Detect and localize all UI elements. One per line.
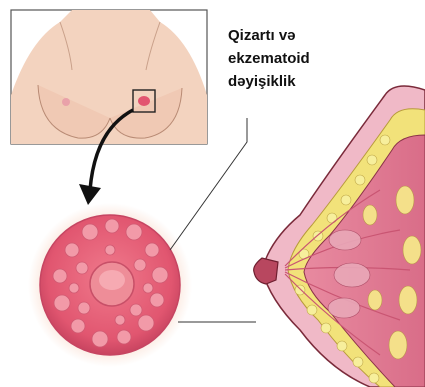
annotation-label: Qizartı və ekzematoid dəyişiklik xyxy=(228,24,418,93)
annotation-line-3: dəyişiklik xyxy=(228,70,418,93)
torso-inset-panel xyxy=(11,10,207,144)
annotation-line-2: ekzematoid xyxy=(228,47,418,70)
nipple-cross-section xyxy=(254,258,278,284)
left-nipple xyxy=(62,98,70,106)
annotation-line-1: Qizartı və xyxy=(228,24,418,47)
zoomed-lesion xyxy=(28,203,192,367)
affected-nipple xyxy=(138,96,150,106)
breast-cross-section xyxy=(254,86,425,387)
